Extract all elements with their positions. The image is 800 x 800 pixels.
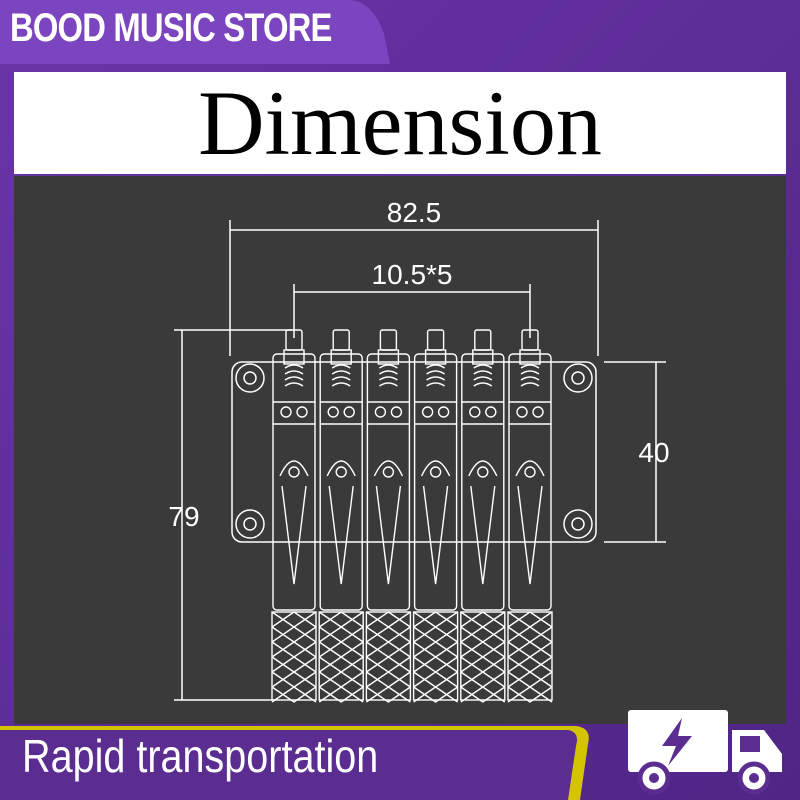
saddle-5 bbox=[460, 329, 506, 703]
footer-slogan: Rapid transportation bbox=[22, 730, 379, 782]
store-name: BOOD MUSIC STORE bbox=[10, 6, 332, 50]
saddle-1 bbox=[271, 329, 317, 703]
delivery-truck-icon bbox=[628, 710, 782, 795]
saddle-2 bbox=[318, 329, 364, 703]
title-band: Dimension bbox=[14, 72, 786, 174]
dimension-drawing-panel: 82.5 10.5*5 40 79 bbox=[14, 176, 786, 724]
mounting-hole-top-left bbox=[235, 363, 265, 393]
mounting-hole-bottom-left bbox=[235, 509, 265, 539]
mounting-hole-bottom-right bbox=[563, 509, 593, 539]
footer-banner bbox=[0, 726, 589, 800]
page-title: Dimension bbox=[198, 72, 602, 174]
saddle-3 bbox=[365, 329, 412, 703]
store-name-tab bbox=[0, 0, 390, 64]
mounting-hole-top-right bbox=[563, 363, 593, 393]
saddle-4 bbox=[412, 329, 459, 703]
lightning-bolt-icon bbox=[662, 718, 692, 766]
overall-length-label: 79 bbox=[168, 501, 199, 532]
overall-width-label: 82.5 bbox=[387, 197, 442, 228]
saddle-spacing-label: 10.5*5 bbox=[372, 259, 453, 290]
plate-height-label: 40 bbox=[638, 437, 669, 468]
saddle-6 bbox=[507, 329, 553, 703]
bridge-technical-drawing: 82.5 10.5*5 40 79 bbox=[168, 197, 670, 703]
